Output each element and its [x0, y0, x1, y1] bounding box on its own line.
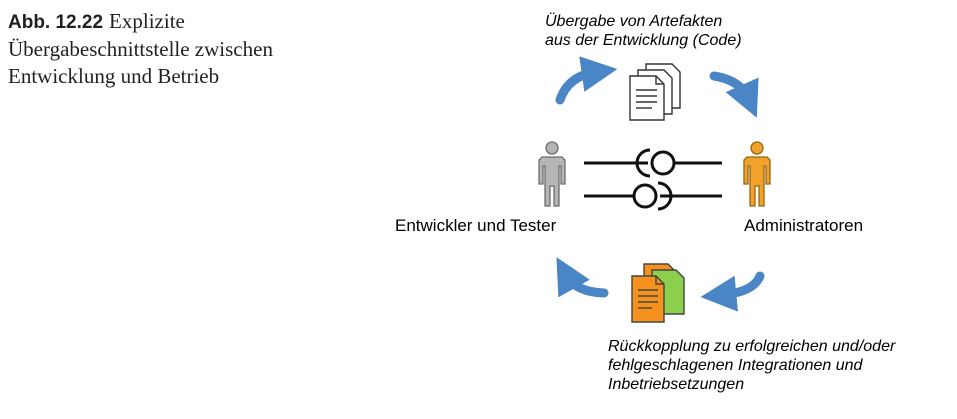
arrow-top-left-icon: [555, 56, 618, 105]
developer-label: Entwickler und Tester: [395, 216, 557, 235]
handover-line-1: Übergabe von Artefakten: [545, 13, 723, 30]
figure-label: Abb. 12.22: [8, 12, 104, 33]
interface-symbol-top-icon: [584, 148, 722, 178]
administrator-person-icon: [743, 141, 771, 207]
feedback-documents-icon: [631, 263, 685, 323]
feedback-label: Rückkopplung zu erfolgreichen und/oder f…: [608, 337, 895, 394]
feedback-line-1: Rückkopplung zu erfolgreichen und/oder: [608, 338, 896, 355]
feedback-line-2: fehlgeschlagenen Integrationen und: [608, 357, 863, 374]
handover-label: Übergabe von Artefakten aus der Entwickl…: [545, 12, 742, 50]
figure-title: Explizite Übergabeschnittstelle zwischen…: [8, 9, 273, 88]
interface-symbol-bottom-icon: [584, 181, 722, 211]
administrator-label: Administratoren: [744, 216, 864, 235]
code-documents-icon: [629, 63, 681, 121]
arrow-bottom-left-icon: [556, 257, 609, 298]
arrow-top-right-icon: [709, 71, 759, 118]
handover-line-2: aus der Entwicklung (Code): [545, 32, 742, 49]
developer-person-icon: [538, 141, 566, 207]
feedback-line-3: Inbetriebsetzungen: [608, 376, 745, 393]
arrow-bottom-right-icon: [700, 271, 765, 312]
